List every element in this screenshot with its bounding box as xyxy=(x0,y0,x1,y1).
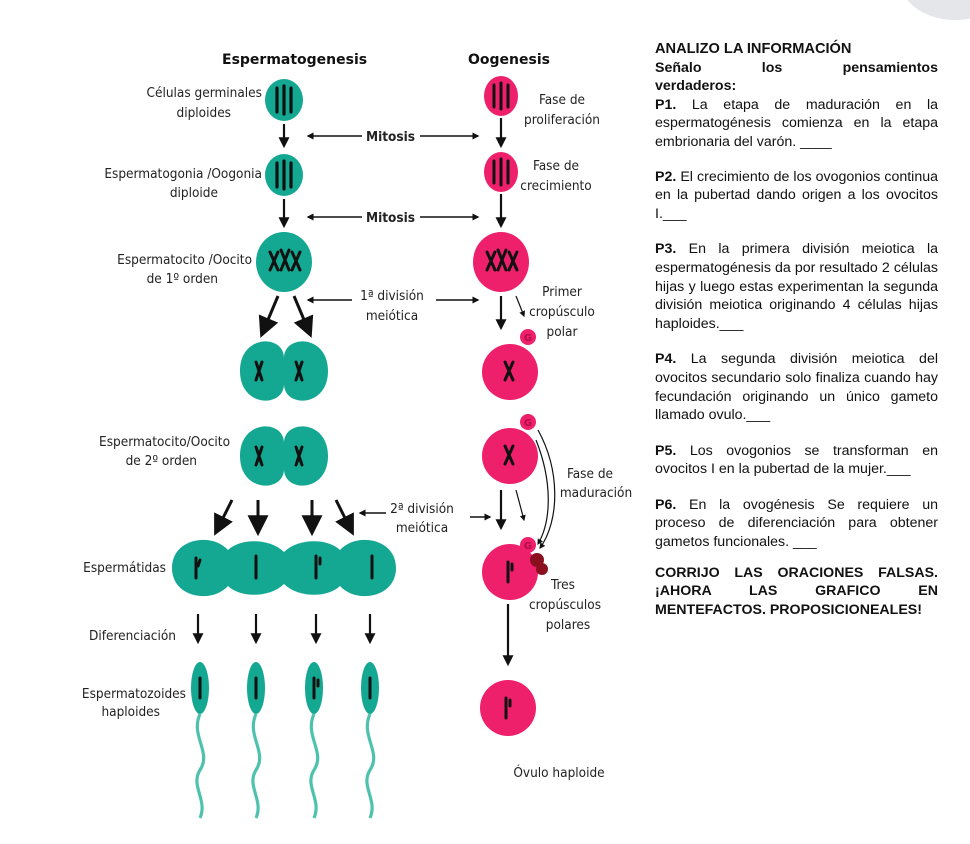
p1-text: La etapa de maduración en la espermatogé… xyxy=(655,96,938,150)
polar-body-2 xyxy=(520,414,536,430)
primary-spermatocyte-cell xyxy=(256,232,312,292)
label-primary-spermatocyte: Espermatocito /Oocito xyxy=(117,252,252,268)
label-spermatozoa: Espermatozoides xyxy=(82,686,186,702)
label-secondary-spermatocyte: Espermatocito/Oocito xyxy=(99,434,230,450)
ootid-cell: G xyxy=(482,537,548,600)
spermatozoa xyxy=(191,662,379,819)
p6-text: En la ovogénesis Se requiere un proceso … xyxy=(655,496,938,551)
polar-body-5 xyxy=(536,563,548,575)
secondary-oocyte-cell-2: G xyxy=(482,414,538,484)
label-maturation-phase: Fase de xyxy=(567,466,613,482)
corner-decoration xyxy=(900,0,970,20)
label-primary-order: de 1º orden xyxy=(147,271,218,287)
closing-instruction: CORRIJO LAS ORACIONES FALSAS. ¡AHORA LAS… xyxy=(655,564,938,618)
label-diploid: diploides xyxy=(177,105,232,121)
label-second-division: 2ª división xyxy=(390,501,454,517)
title-spermatogenesis: Espermatogenesis xyxy=(222,52,367,68)
label-maturation: maduración xyxy=(560,485,632,501)
p3-text: En la primera división meiotica la esper… xyxy=(655,241,938,332)
label-polar-bodies: polares xyxy=(546,617,590,633)
polar-body-mark-1: G xyxy=(524,333,532,344)
right-labels: Fase de proliferación Fase de crecimient… xyxy=(513,92,632,781)
p6-tag: P6. xyxy=(655,496,677,513)
polar-body-3 xyxy=(520,537,536,553)
panel-subheading-1: Señalo los pensamientos xyxy=(655,59,938,76)
label-germinal-cells: Células germinales xyxy=(146,85,262,101)
p5-tag: P5. xyxy=(655,442,677,459)
label-first-division: 1ª división xyxy=(360,288,424,304)
p5-text: Los ovogonios se transforman en ovocitos… xyxy=(655,442,938,478)
label-mitosis-1: Mitosis xyxy=(366,129,415,145)
secondary-spermatocytes-pair-2 xyxy=(240,426,328,486)
title-oogenesis: Oogenesis xyxy=(468,52,550,68)
p2-text: El crecimiento de los ovogonios continua… xyxy=(655,168,938,222)
analysis-panel: ANALIZO LA INFORMACIÓN Señalo los pensam… xyxy=(655,40,938,619)
secondary-spermatocytes-pair-1 xyxy=(240,341,328,401)
label-spermatogonia: Espermatogonia /Oogonia xyxy=(104,166,262,182)
label-first-polar: Primer xyxy=(542,284,582,300)
oogonia-cell-1 xyxy=(484,76,518,116)
haploid-ovum xyxy=(480,680,536,736)
polar-body-mark-2: G xyxy=(524,418,532,429)
p4-text: La segunda división meiotica del ovocito… xyxy=(655,351,938,424)
germ-cell-diploid xyxy=(265,79,303,121)
secondary-oocyte-cell-1: G xyxy=(482,329,538,400)
label-haploid: haploides xyxy=(101,704,160,720)
proposition-p4: P4. La segunda división meiotica del ovo… xyxy=(655,350,938,424)
spermatids-chain xyxy=(172,539,396,597)
label-differentiation: Diferenciación xyxy=(89,628,176,644)
label-second-meiotic: meiótica xyxy=(396,520,448,536)
label-haploid-ovum: Óvulo haploide xyxy=(513,763,604,781)
left-labels: Células germinales diploides Espermatogo… xyxy=(82,85,262,720)
label-first-meiotic: meiótica xyxy=(366,308,418,324)
label-spermatogonia-diploid: diploide xyxy=(170,185,218,201)
p3-tag: P3. xyxy=(655,241,677,258)
p1-tag: P1. xyxy=(655,96,677,113)
p4-tag: P4. xyxy=(655,351,677,368)
label-proliferation: proliferación xyxy=(524,112,600,128)
oogonia-cell-2 xyxy=(484,152,518,192)
middle-labels: Mitosis Mitosis 1ª división meiótica 2ª … xyxy=(306,129,492,536)
label-three-polar-bodies: cropúsculos xyxy=(529,597,601,613)
first-polar-body xyxy=(520,329,536,345)
gametogenesis-diagram: Espermatogenesis Oogenesis xyxy=(82,52,632,819)
label-proliferation-phase: Fase de xyxy=(539,92,585,108)
proposition-p2: P2. El crecimiento de los ovogonios cont… xyxy=(655,168,938,224)
panel-subheading-2: verdaderos: xyxy=(655,78,737,95)
polar-body-mark-3: G xyxy=(524,541,532,552)
label-polar: polar xyxy=(547,324,578,340)
proposition-p6: P6. En la ovogénesis Se requiere un proc… xyxy=(655,496,938,552)
p2-tag: P2. xyxy=(655,168,677,185)
label-growth-phase: Fase de xyxy=(533,158,579,174)
maturation-arrow-outer xyxy=(537,429,556,549)
spermatogonia-cell xyxy=(265,154,303,196)
panel-heading: ANALIZO LA INFORMACIÓN xyxy=(655,41,852,57)
label-spermatids: Espermátidas xyxy=(83,560,166,576)
label-first-polar-body: cropúsculo xyxy=(529,304,595,320)
proposition-p5: P5. Los ovogonios se transforman en ovoc… xyxy=(655,442,938,479)
label-three-polar: Tres xyxy=(550,577,575,593)
proposition-p3: P3. En la primera división meiotica la e… xyxy=(655,240,938,333)
label-mitosis-2: Mitosis xyxy=(366,210,415,226)
maturation-arrow-inner xyxy=(535,439,549,546)
label-growth: crecimiento xyxy=(520,178,591,194)
primary-oocyte-cell xyxy=(473,232,529,292)
proposition-p1: P1. La etapa de maduración en la esperma… xyxy=(655,96,938,152)
label-secondary-order: de 2º orden xyxy=(126,453,197,469)
